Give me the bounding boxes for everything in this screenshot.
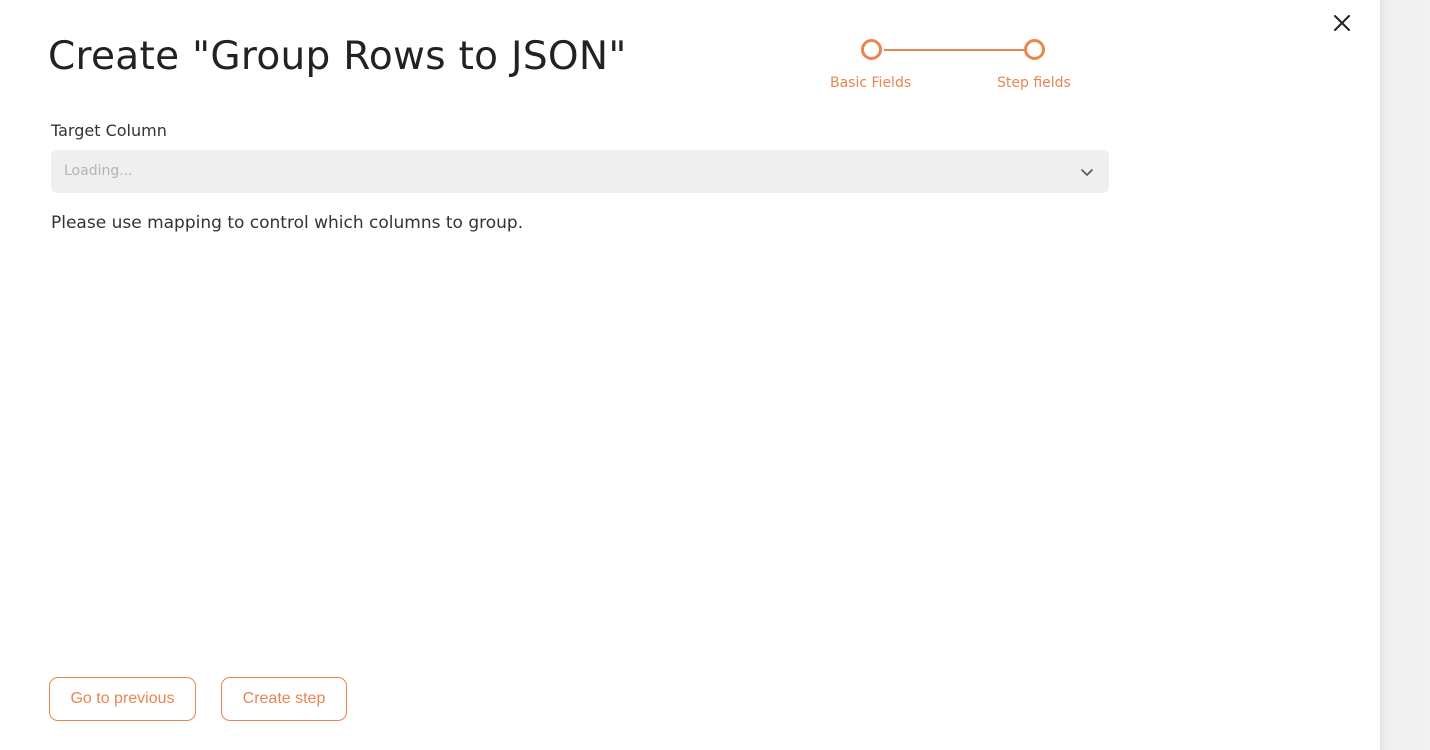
stepper: Basic Fields Step fields xyxy=(820,36,1090,96)
step-indicator-step-fields[interactable] xyxy=(1024,39,1045,60)
target-column-placeholder: Loading... xyxy=(64,163,133,179)
page-title: Create "Group Rows to JSON" xyxy=(48,34,627,79)
chevron-down-icon xyxy=(1081,169,1093,176)
background-overlay xyxy=(1380,0,1430,750)
mapping-help-text: Please use mapping to control which colu… xyxy=(51,213,524,233)
step-label-step-fields[interactable]: Step fields xyxy=(997,75,1071,91)
create-step-button[interactable]: Create step xyxy=(221,677,347,721)
target-column-label: Target Column xyxy=(51,121,167,140)
target-column-select[interactable]: Loading... xyxy=(51,150,1109,193)
go-to-previous-button[interactable]: Go to previous xyxy=(49,677,196,721)
close-icon xyxy=(1334,15,1350,31)
step-indicator-basic-fields[interactable] xyxy=(861,39,882,60)
stepper-connector xyxy=(884,49,1024,51)
create-step-modal: Create "Group Rows to JSON" Basic Fields… xyxy=(48,11,1354,721)
step-label-basic-fields[interactable]: Basic Fields xyxy=(830,75,912,91)
close-button[interactable] xyxy=(1330,11,1354,35)
